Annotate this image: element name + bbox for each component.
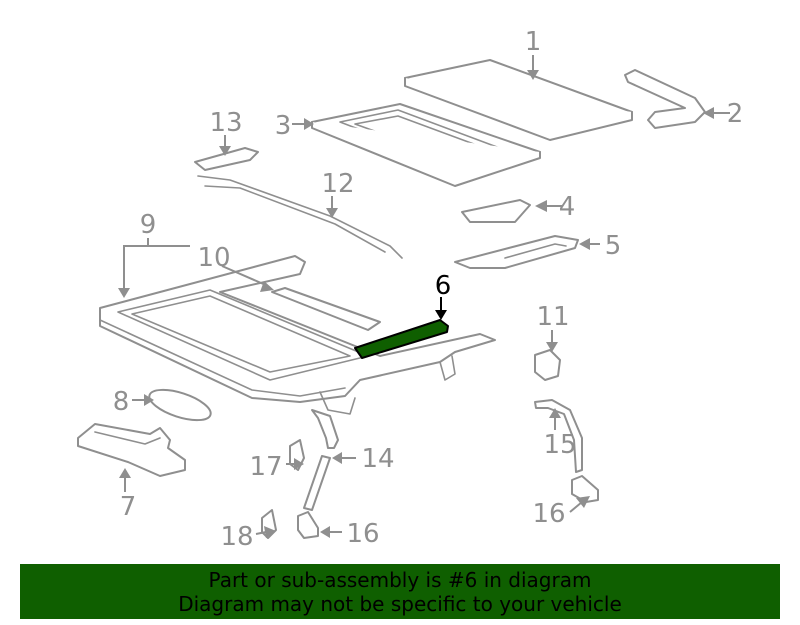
part-16-elbow-right (571, 475, 599, 503)
callout-9: 9 (140, 210, 157, 240)
part-4-panel (461, 199, 531, 223)
callout-10: 10 (197, 243, 230, 273)
part-2-seal (624, 69, 706, 129)
callout-5: 5 (605, 231, 622, 261)
part-10-strip (271, 287, 381, 331)
callout-7: 7 (120, 492, 137, 522)
callout-3: 3 (275, 111, 292, 141)
callout-11: 11 (536, 302, 569, 332)
part-5-panel (454, 235, 579, 269)
part-3-frame (311, 103, 541, 187)
callout-16-right: 16 (532, 499, 565, 529)
callout-17: 17 (249, 452, 282, 482)
info-banner: Part or sub-assembly is #6 in diagram Di… (20, 564, 780, 619)
part-13-bracket (194, 147, 259, 171)
part-9-housing (99, 255, 496, 415)
callout-13: 13 (209, 108, 242, 138)
part-11-clip (534, 349, 561, 381)
callout-12: 12 (321, 169, 354, 199)
callout-6: 6 (435, 271, 452, 301)
leader-lines (118, 55, 730, 538)
part-7-motor (77, 423, 186, 477)
part-12-rail (197, 175, 403, 259)
callout-16-lower: 16 (346, 519, 379, 549)
callout-18: 18 (220, 522, 253, 552)
part-8-cover (148, 388, 212, 422)
callout-2: 2 (727, 99, 744, 129)
part-1-glass-panel (404, 59, 633, 141)
part-15-hose (534, 399, 583, 473)
exploded-parts-diagram: 1 2 3 4 5 6 7 8 9 10 11 12 13 14 15 16 1… (77, 27, 744, 552)
callout-8: 8 (113, 387, 130, 417)
part-14-drain-hose (303, 409, 339, 511)
callout-15: 15 (543, 430, 576, 460)
banner-line-1: Part or sub-assembly is #6 in diagram (208, 568, 592, 592)
callout-4: 4 (559, 192, 576, 222)
callout-numbers: 1 2 3 4 5 6 7 8 9 10 11 12 13 14 15 16 1… (113, 27, 744, 552)
banner-line-2: Diagram may not be specific to your vehi… (178, 592, 622, 616)
callout-1: 1 (525, 27, 542, 57)
callout-14: 14 (361, 444, 394, 474)
part-16-elbow-lower (297, 511, 319, 539)
part-6-guide-rail-highlighted (354, 319, 449, 359)
